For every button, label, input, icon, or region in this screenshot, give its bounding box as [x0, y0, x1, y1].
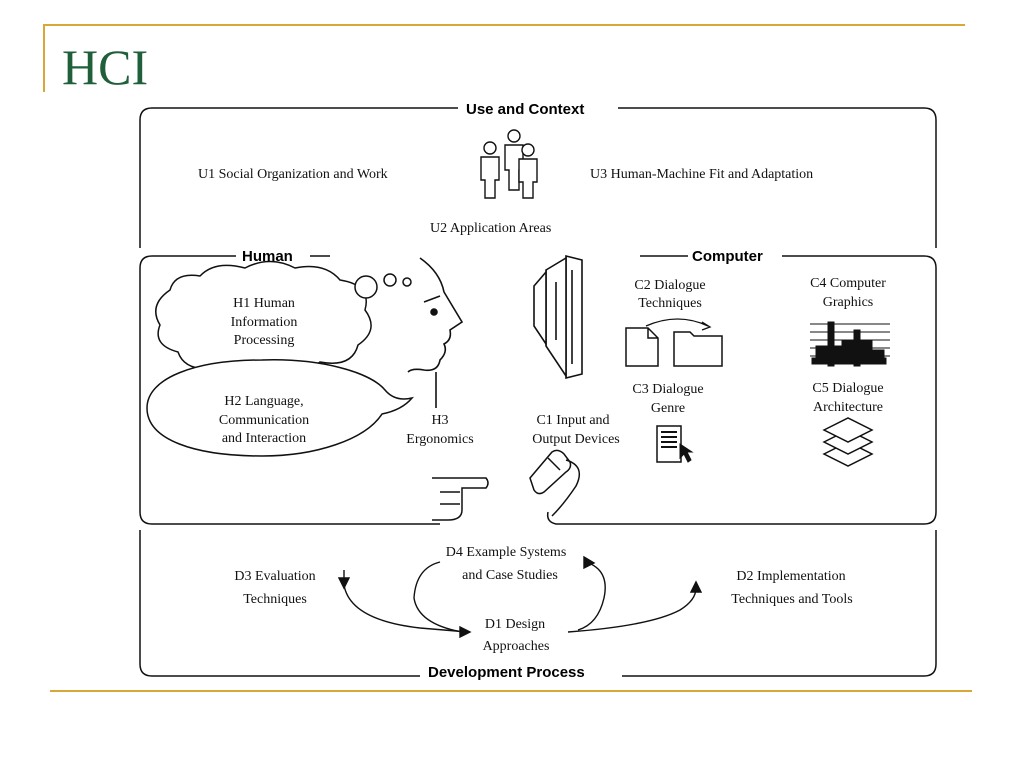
- heading-computer: Computer: [692, 248, 763, 265]
- label-d4-line2: and Case Studies: [462, 568, 558, 583]
- label-h3-line1: H3: [431, 413, 448, 428]
- slide-title: HCI: [62, 39, 149, 95]
- monitor-icon: [533, 254, 583, 380]
- mouse-icon: [529, 449, 581, 517]
- label-d3-line1: D3 Evaluation: [234, 569, 315, 584]
- process-arrows: [337, 555, 703, 639]
- thought-bubble-icon: [402, 277, 412, 287]
- label-d4-line1: D4 Example Systems: [446, 545, 567, 560]
- graphics-bars-icon: [810, 321, 890, 367]
- label-d3-line2: Techniques: [243, 592, 307, 607]
- label-u3: U3 Human-Machine Fit and Adaptation: [590, 167, 813, 182]
- heading-use-context: Use and Context: [466, 101, 584, 118]
- label-h1-line2: Information: [231, 315, 298, 330]
- layers-icon: [822, 417, 874, 467]
- folder-icon: [673, 331, 723, 367]
- heading-development: Development Process: [428, 664, 585, 681]
- label-c5-line1: C5 Dialogue: [812, 381, 883, 396]
- head-profile-icon: [407, 257, 464, 408]
- people-icon: [480, 129, 538, 199]
- label-c1-line2: Output Devices: [532, 432, 619, 447]
- label-d1-line2: Approaches: [483, 639, 550, 654]
- label-c2-line2: Techniques: [638, 296, 702, 311]
- label-c4-line1: C4 Computer: [810, 276, 886, 291]
- label-d1-line1: D1 Design: [485, 617, 545, 632]
- label-h2-line3: and Interaction: [222, 431, 306, 446]
- label-c3-line2: Genre: [651, 401, 685, 416]
- text-page-icon: [656, 425, 694, 463]
- label-h1-line1: H1 Human: [233, 296, 295, 311]
- transfer-arrow-icon: [645, 318, 712, 331]
- top-accent-rule: [43, 24, 965, 26]
- speech-bubble-icon: [146, 359, 415, 457]
- arrow-d4-loop: [577, 561, 606, 631]
- bottom-accent-rule: [50, 690, 972, 692]
- label-c3-line1: C3 Dialogue: [632, 382, 703, 397]
- left-accent-rule: [43, 24, 45, 92]
- label-u1: U1 Social Organization and Work: [198, 167, 388, 182]
- thought-cloud-icon: [155, 260, 372, 375]
- arrowhead-icon: [689, 580, 703, 593]
- label-h2-line1: H2 Language,: [224, 394, 303, 409]
- arrowhead-icon: [337, 577, 351, 590]
- arrow-d1-to-d4: [413, 561, 463, 633]
- label-c1-line1: C1 Input and: [536, 413, 609, 428]
- label-h3-line2: Ergonomics: [406, 432, 473, 447]
- thought-bubble-icon: [354, 275, 378, 299]
- development-frame: [139, 530, 937, 677]
- arrow-d3-to-d1: [343, 570, 469, 633]
- label-c5-line2: Architecture: [813, 400, 883, 415]
- label-d2-line1: D2 Implementation: [736, 569, 845, 584]
- computer-frame: [546, 255, 937, 525]
- label-h1-line3: Processing: [234, 333, 295, 348]
- heading-human: Human: [242, 248, 293, 265]
- label-c2-line1: C2 Dialogue: [634, 278, 705, 293]
- arrowhead-icon: [583, 555, 596, 570]
- document-icon: [625, 327, 659, 367]
- human-frame: [139, 255, 440, 525]
- label-d2-line2: Techniques and Tools: [731, 592, 852, 607]
- pointing-hand-icon: [432, 477, 489, 521]
- label-h2-line2: Communication: [219, 413, 309, 428]
- use-context-frame: [139, 107, 937, 248]
- thought-bubble-icon: [383, 273, 397, 287]
- arrow-d1-to-d2: [567, 587, 697, 633]
- label-u2: U2 Application Areas: [430, 221, 551, 236]
- label-c4-line2: Graphics: [823, 295, 874, 310]
